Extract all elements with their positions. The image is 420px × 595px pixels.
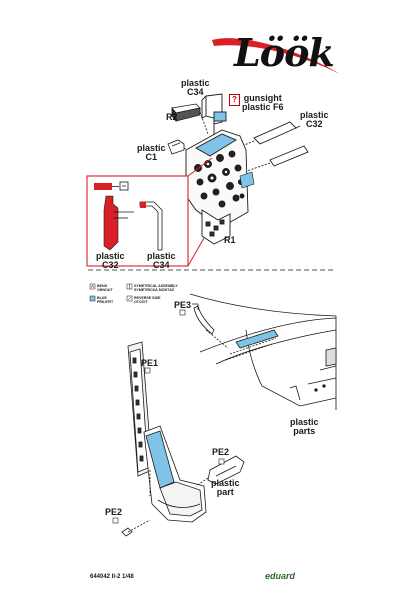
- instrument-panel: [185, 111, 255, 245]
- label-gunsight: gunsight plastic F6: [242, 93, 284, 112]
- inset-box: [86, 157, 213, 267]
- part-ref-boxes: [112, 309, 225, 524]
- legend-symmetry: SYMETRICAL ASSEMBLY SYMETRICKÁ MONTÁŽ: [134, 284, 178, 292]
- label-plastic-parts: plastic parts: [290, 417, 319, 436]
- label-pe1: PE1: [141, 358, 159, 368]
- label-plastic-c1: plastic C1: [137, 143, 166, 162]
- label-plastic-c34-top: plastic C34: [181, 78, 210, 97]
- part-c1: [167, 139, 195, 155]
- legend-bend: BEND OHNOUT: [97, 284, 113, 292]
- eduard-logo: eduard: [265, 571, 296, 581]
- label-plastic-part: plastic part: [211, 478, 240, 497]
- legend-blue: BLUE PŘILEPIT: [97, 296, 114, 304]
- label-plastic-c34-inset: plastic C34: [147, 251, 176, 270]
- part-pe2-left: [121, 519, 151, 537]
- label-r1: R1: [224, 235, 236, 245]
- legend-reverse: REVERSE SIDE OTOČIT: [134, 296, 161, 304]
- part-r2: [171, 103, 209, 135]
- label-plastic-c32-inset: plastic C32: [96, 251, 125, 270]
- footer-product-code: 644042 Il-2 1/48: [90, 574, 134, 580]
- label-pe3: PE3: [174, 300, 192, 310]
- logo-swoosh: [212, 38, 340, 74]
- question-icon: ?: [229, 94, 240, 106]
- seat-part: [143, 425, 207, 523]
- label-pe2-right: PE2: [212, 447, 230, 457]
- label-plastic-c32-right: plastic C32: [300, 110, 329, 129]
- part-pe2-right: [195, 455, 245, 487]
- look-logo: Löök: [234, 30, 335, 75]
- label-r2: R2: [166, 112, 178, 122]
- fuselage: [189, 293, 337, 410]
- label-pe2-left: PE2: [105, 507, 123, 517]
- part-pe3: [192, 303, 229, 349]
- legend-icons: [89, 283, 133, 302]
